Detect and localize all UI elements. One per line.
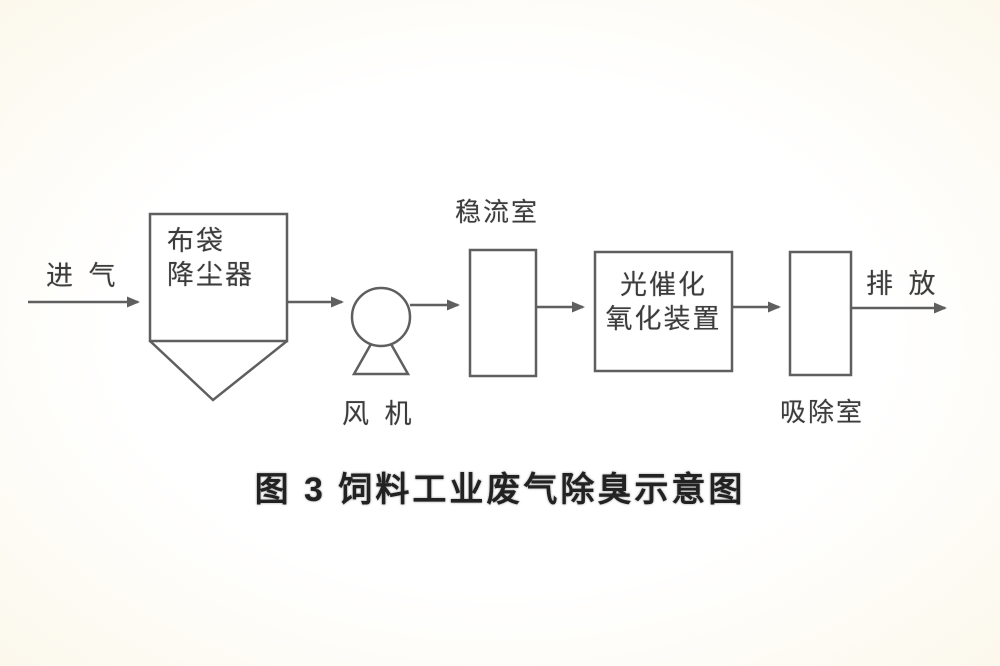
photocatalytic-label: 光催化 氧化装置	[595, 268, 732, 336]
absorber-box	[788, 250, 853, 377]
photocatalytic-box	[593, 250, 734, 373]
absorber-label: 吸除室	[780, 397, 865, 427]
bag-filter-box	[148, 212, 289, 343]
outlet-label: 排 放	[866, 269, 940, 299]
bag-filter-label-line2: 降尘器	[167, 260, 254, 290]
photocatalytic-label-line2: 氧化装置	[605, 304, 722, 334]
fan-label: 风 机	[342, 399, 416, 429]
bag-filter-hopper	[149, 340, 288, 402]
figure-caption: 图 3 饲料工业废气除臭示意图	[254, 471, 746, 509]
fan-icon	[350, 286, 412, 376]
photocatalytic-label-line1: 光催化	[620, 270, 707, 300]
stabilizer-label: 稳流室	[455, 197, 540, 227]
bag-filter-label: 布袋 降尘器	[167, 224, 254, 292]
bag-filter-label-line1: 布袋	[167, 226, 225, 256]
inlet-label: 进 气	[46, 261, 120, 291]
stabilizer-box	[468, 248, 538, 378]
